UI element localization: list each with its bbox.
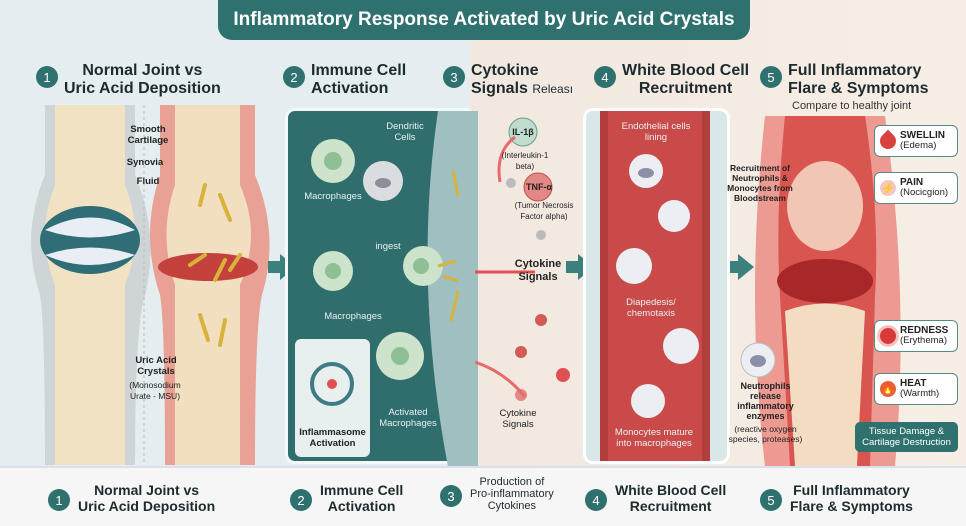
step-number: 4 bbox=[594, 66, 616, 88]
symptom-name: HEAT bbox=[900, 378, 927, 389]
flow-arrow bbox=[268, 261, 282, 273]
step-number: 1 bbox=[48, 489, 70, 511]
label-activated-macrophages: Activated Macrophages bbox=[379, 407, 437, 429]
label-neutrophils-note: (reactive oxygen species, proteases) bbox=[728, 424, 803, 444]
lightning-icon: ⚡ bbox=[880, 180, 896, 196]
summary-text: Full Inflammatory bbox=[793, 482, 910, 498]
symptom-redness: REDNESS(Erythema) bbox=[874, 320, 958, 352]
step-title: Full Inflammatory bbox=[788, 62, 922, 79]
label-smooth-cartilage: Smooth Cartilage bbox=[127, 124, 169, 146]
summary-text: Immune Cell bbox=[320, 482, 404, 498]
label-ingest: ingest bbox=[375, 241, 401, 252]
summary-text: Activation bbox=[327, 498, 396, 514]
step-number: 1 bbox=[36, 66, 58, 88]
summary-text: Recruitment bbox=[629, 498, 712, 514]
summary-text: Flare & Symptoms bbox=[790, 498, 913, 514]
step-number: 2 bbox=[283, 66, 305, 88]
label-cytokine-signals-bottom: Cytokine Signals bbox=[499, 408, 537, 430]
step-title: Cytokine bbox=[471, 62, 539, 79]
label-macrophages-mid: Macrophages bbox=[324, 311, 382, 322]
label-msu: (Monosodium Urate - MSU) bbox=[129, 380, 181, 401]
step-title: Uric Acid Deposition bbox=[64, 80, 221, 97]
immune-cells-illustration bbox=[311, 111, 478, 467]
summary-text: Production of bbox=[479, 476, 545, 488]
step-number: 5 bbox=[760, 489, 782, 511]
inflamed-joint-illustration bbox=[755, 116, 901, 466]
step-number: 2 bbox=[290, 489, 312, 511]
inflammasome-icon bbox=[310, 362, 354, 406]
joint-illustration bbox=[31, 105, 270, 465]
step-title: Recruitment bbox=[638, 80, 733, 97]
label-tnf-note: (Tumor Necrosis Factor alpha) bbox=[514, 201, 574, 221]
flow-arrow-head bbox=[738, 254, 754, 280]
label-recruitment: Recruitment of Neutrophils & Monocytes f… bbox=[727, 163, 793, 203]
il1b-badge: IL-1β bbox=[512, 127, 534, 137]
summary-text: Normal Joint vs bbox=[94, 482, 200, 498]
symptom-name: PAIN bbox=[900, 177, 924, 188]
label-inflammasome: Inflammasome Activation bbox=[299, 427, 366, 449]
label-monocytes: Monocytes mature into macrophages bbox=[614, 427, 694, 449]
red-dot-icon bbox=[880, 328, 896, 344]
symptom-pain: ⚡ PAIN(Nocicgion) bbox=[874, 172, 958, 204]
flow-arrow bbox=[730, 261, 740, 273]
symptom-name: SWELLIN bbox=[900, 130, 945, 141]
symptom-heat: 🔥 HEAT(Warmth) bbox=[874, 373, 958, 405]
step-title-suffix: Releası bbox=[532, 82, 574, 96]
step-number: 3 bbox=[443, 66, 465, 88]
cytokine-illustration bbox=[475, 117, 570, 401]
step-title: Immune Cell bbox=[311, 62, 407, 79]
label-cytokine-signals-mid: Cytokine Signals bbox=[514, 258, 562, 283]
symptom-note: (Warmth) bbox=[900, 388, 940, 399]
neutrophil-icon bbox=[740, 342, 776, 378]
immune-cell-panel: Dendritic Cells Macrophages ingest Macro… bbox=[285, 108, 478, 467]
tissue-damage-badge: Tissue Damage & Cartilage Destruction bbox=[855, 422, 958, 452]
step-subtitle: Compare to healthy joint bbox=[792, 100, 912, 112]
symptom-note: (Nocicgion) bbox=[900, 187, 949, 198]
summary-text: White Blood Cell bbox=[615, 482, 727, 498]
inflammasome-box: Inflammasome Activation bbox=[295, 339, 370, 457]
label-fluid: Fluid bbox=[136, 176, 160, 187]
flow-arrow bbox=[566, 261, 580, 273]
symptom-note: (Erythema) bbox=[900, 335, 947, 346]
step-title: Normal Joint vs bbox=[82, 62, 203, 79]
label-dendritic-cells: Dendritic Cells bbox=[386, 121, 424, 143]
tnf-badge: TNF-α bbox=[525, 182, 553, 192]
symptom-swelling: SWELLIN(Edema) bbox=[874, 125, 958, 157]
label-synovia: Synovia bbox=[126, 157, 164, 168]
step-title: Signals bbox=[471, 80, 528, 97]
blood-vessel-panel: Endothelial cells lining Diapedesis/ che… bbox=[583, 108, 730, 464]
label-macrophages-top: Macrophages bbox=[304, 191, 362, 202]
label-neutrophils: Neutrophils release inflammatory enzymes bbox=[737, 381, 794, 421]
step-title: White Blood Cell bbox=[622, 62, 750, 79]
step-number: 5 bbox=[760, 66, 782, 88]
symptom-note: (Edema) bbox=[900, 140, 937, 151]
summary-text: Uric Acid Deposition bbox=[78, 498, 216, 514]
label-diapedesis: Diapedesis/ chemotaxis bbox=[626, 297, 676, 319]
page-title: Inflammatory Response Activated by Uric … bbox=[218, 0, 750, 40]
drop-icon bbox=[876, 129, 900, 153]
label-endothelial: Endothelial cells lining bbox=[621, 121, 691, 143]
symptom-name: REDNESS bbox=[900, 325, 949, 336]
white-blood-cells bbox=[616, 154, 699, 418]
label-il1b-note: (Interleukin-1 beta) bbox=[501, 151, 549, 171]
step-title: Flare & Symptoms bbox=[788, 80, 929, 97]
summary-text: Cytokines bbox=[487, 500, 537, 512]
step-number: 3 bbox=[440, 485, 462, 507]
label-uric-acid-crystals: Uric Acid Crystals bbox=[135, 355, 177, 377]
step-number: 4 bbox=[585, 489, 607, 511]
summary-text: Pro-inflammatory bbox=[470, 488, 554, 500]
step-title: Activation bbox=[311, 80, 389, 97]
flame-icon: 🔥 bbox=[880, 381, 896, 397]
